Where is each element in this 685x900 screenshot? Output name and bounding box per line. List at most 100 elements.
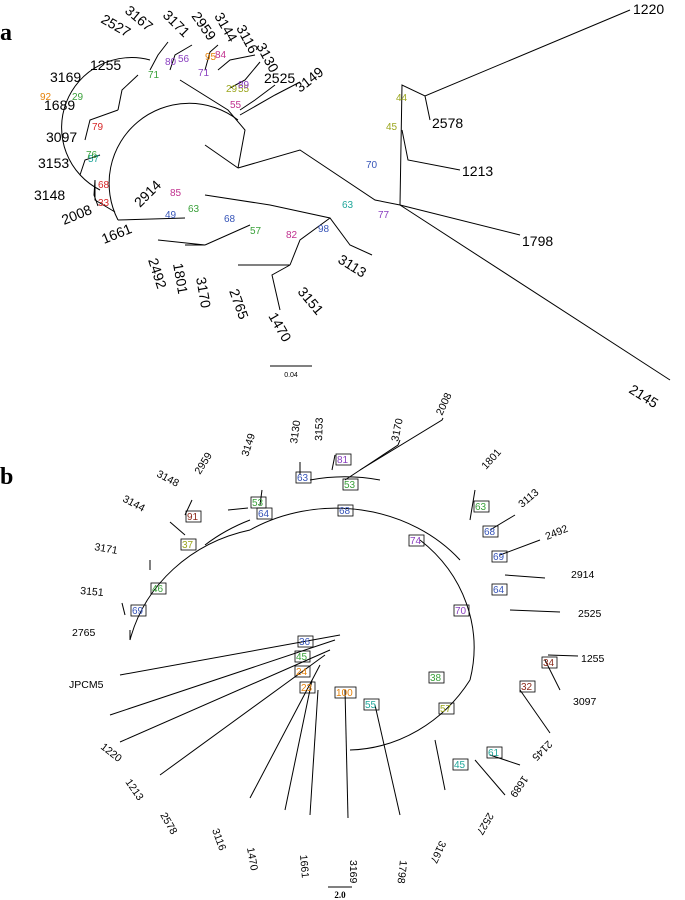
tree-a-bootstrap-label: 49: [165, 210, 177, 221]
tree-b-branch: [499, 539, 541, 556]
tree-a-branch: [79, 154, 101, 176]
tree-b-node-box: [541, 656, 558, 669]
tree-a-leaf-label: 1801: [170, 262, 191, 296]
tree-b-node-box: [519, 680, 536, 693]
tree-b-leaf-label: 3116: [209, 827, 228, 852]
tree-b-node-box: [438, 702, 455, 715]
tree-a-leaf-label: 3148: [34, 187, 65, 203]
tree-a-leaf-label: 1689: [44, 97, 75, 113]
tree-b-node-box: [486, 746, 503, 759]
tree-b-leaf-label: 3169: [347, 860, 359, 884]
tree-b-bootstrap-label: 61: [488, 748, 500, 759]
tree-b-leaf-label: 2959: [192, 450, 215, 476]
tree-a-bootstrap-label: 68: [98, 180, 110, 191]
tree-b-node-box: [337, 504, 354, 517]
tree-b-arc: [249, 507, 461, 561]
tree-b-bootstrap-label: 68: [339, 506, 351, 517]
tree-b-bootstrap-label: 64: [258, 509, 270, 520]
tree-a-arc: [108, 102, 239, 221]
tree-b-bootstrap-label: 70: [455, 606, 467, 617]
tree-a-leaf-label: 1661: [99, 220, 134, 247]
panel-a-letter: a: [0, 20, 12, 46]
tree-b-branch: [509, 609, 561, 613]
tree-a-leaf-label: 1220: [633, 1, 664, 17]
tree-b-bootstrap-label: 74: [410, 536, 422, 547]
panel-b-letter: b: [0, 464, 13, 490]
tree-b-bootstrap-label: 23: [301, 683, 313, 694]
tree-a-branch: [401, 129, 461, 171]
tree-b-branch: [309, 689, 319, 816]
tree-b-leaf-label: 2527: [474, 811, 496, 837]
tree-b-bootstrap-label: 37: [182, 540, 194, 551]
tree-b-node-box: [294, 665, 311, 678]
tree-a-branch: [84, 109, 119, 141]
tree-b-branch: [344, 439, 401, 481]
tree-a-leaf-label: 2959: [189, 9, 220, 44]
tree-b-leaf-label: JPCM5: [69, 679, 104, 691]
tree-b-leaf-label: 1255: [581, 653, 605, 665]
tree-a-bootstrap-label: 29: [226, 84, 238, 95]
tree-a-bootstrap-label: 29: [72, 92, 84, 103]
tree-b-leaf-label: 2914: [571, 569, 595, 581]
tree-b-leaf-label: 3097: [573, 696, 597, 708]
tree-b-branch: [119, 649, 331, 743]
tree-b-leaf-label: 2765: [72, 627, 96, 639]
tree-a-bootstrap-label: 95: [205, 52, 217, 63]
tree-a-branches: [61, 9, 671, 381]
scale-bar-a-label: 0.04: [284, 372, 298, 379]
tree-a-leaf-label: 1213: [462, 163, 493, 179]
tree-a-arc: [61, 57, 151, 191]
tree-a-branch: [204, 44, 219, 71]
tree-a-branch: [149, 41, 169, 71]
tree-a-bootstrap-label: 76: [86, 150, 98, 161]
tree-a-leaf-label: 3151: [295, 284, 327, 318]
tree-b-leaf-label: 1220: [98, 741, 124, 765]
tree-a-bootstrap-label: 92: [40, 92, 52, 103]
tree-b-branch: [519, 689, 551, 734]
tree-b-bootstrap-label: 46: [152, 584, 164, 595]
tree-b-bootstrap-label: 53: [344, 480, 356, 491]
tree-a-bootstrap-label: 84: [215, 50, 227, 61]
tree-b-leaf-label: 2525: [578, 608, 602, 620]
tree-a-leaf-label: 2492: [145, 256, 170, 291]
tree-a-branch: [399, 9, 631, 206]
tree-a-leaf-label: 3113: [335, 251, 369, 281]
tree-a-branch: [117, 74, 139, 111]
tree-a-leaf-label: 1255: [90, 57, 121, 73]
tree-b-node-box: [334, 686, 357, 699]
tree-a-branch: [399, 204, 521, 236]
tree-b-branches: [109, 417, 579, 819]
tree-a-branch: [117, 217, 186, 221]
tree-a-bootstrap-label: 89: [238, 80, 250, 91]
tree-b-node-box: [335, 453, 352, 466]
tree-b-bootstrap-label: 68: [484, 527, 496, 538]
tree-a-bootstrap-label: 33: [98, 198, 110, 209]
tree-a-leaf-label: 2145: [626, 381, 661, 411]
tree-a-branch: [217, 54, 256, 71]
tree-b-node-box: [482, 525, 499, 538]
tree-a-bootstrap-label: 63: [342, 200, 354, 211]
tree-a-bootstrap-label: 70: [366, 160, 378, 171]
tree-b-bootstrap-label: 64: [493, 585, 505, 596]
tree-b-leaf-label: 3151: [80, 585, 104, 599]
tree-a-bootstrap-label: 56: [178, 54, 190, 65]
tree-a-leaf-label: 3169: [50, 69, 81, 85]
tree-a-branch: [204, 224, 251, 246]
tree-b-node-box: [150, 582, 167, 595]
tree-a-bootstrap-label: 45: [386, 122, 398, 133]
tree-b-branch: [547, 654, 579, 657]
tree-a-bootstrap-label: 80: [165, 57, 177, 68]
tree-a-bootstrap-label: 82: [286, 230, 298, 241]
tree-b-branch: [474, 759, 506, 796]
tree-b-node-box: [295, 471, 312, 484]
tree-b-leaf-label: 1798: [395, 860, 409, 885]
tree-b-branch: [489, 754, 521, 766]
tree-b-arc: [129, 529, 251, 641]
tree-b-branch: [359, 417, 444, 471]
tree-b-bootstrap-label: 36: [299, 637, 311, 648]
tree-b-branch: [284, 679, 313, 811]
tree-b-bootstrap-label: 63: [297, 473, 309, 484]
tree-a-branch: [157, 239, 206, 246]
tree-b-bootstrap-label: 57: [440, 704, 452, 715]
tree-b-leaf-label: 3153: [313, 417, 326, 441]
